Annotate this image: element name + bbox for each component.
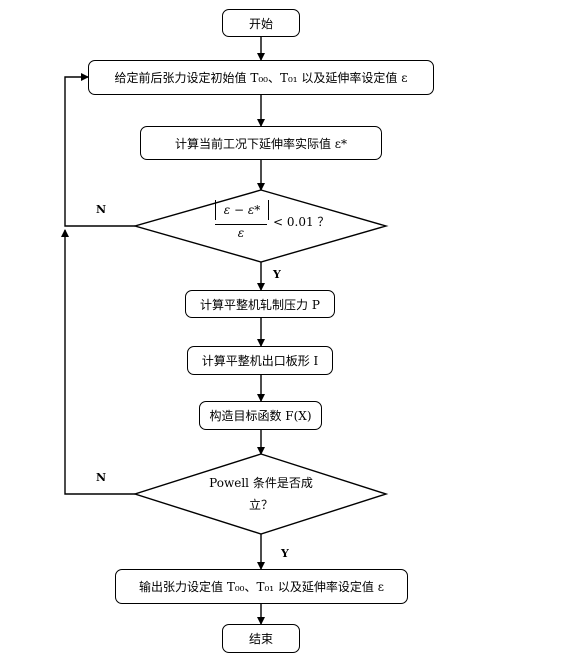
decision1-numerator: ε − ε* — [215, 200, 269, 220]
end-node: 结束 — [222, 624, 300, 653]
decision2-diamond — [132, 453, 389, 535]
objective-function-step: 构造目标函数 F(X) — [199, 401, 322, 430]
calc-actual-step: 计算当前工况下延伸率实际值 ε* — [140, 126, 382, 160]
decision1-no-label: N — [96, 203, 107, 216]
fraction-bar — [215, 224, 267, 225]
init-step: 给定前后张力设定初始值 T₀₀、T₀₁ 以及延伸率设定值 ε — [88, 60, 434, 95]
decision2-yes-label: Y — [281, 547, 289, 560]
output-step: 输出张力设定值 T₀₀、T₀₁ 以及延伸率设定值 ε — [115, 569, 408, 604]
rolling-force-step: 计算平整机轧制压力 P — [185, 290, 335, 318]
decision2-no-label: N — [96, 471, 107, 484]
decision2-line2: 立？ — [248, 498, 273, 512]
decision1-denominator: ε — [237, 226, 245, 240]
exit-shape-step: 计算平整机出口板形 I — [187, 346, 333, 375]
start-node: 开始 — [222, 9, 300, 37]
decision1-condition: ε − ε* ε < 0.01 ？ — [215, 200, 345, 250]
decision2-line1: Powell 条件是否成 — [209, 476, 313, 490]
decision1-comparison: < 0.01 ？ — [273, 215, 330, 229]
decision1-yes-label: Y — [273, 268, 281, 281]
loop-decision2-no — [61, 229, 135, 495]
loop-decision1-no — [64, 73, 135, 227]
decision1-diamond — [132, 189, 389, 263]
decision2-text: Powell 条件是否成 立？ — [195, 472, 327, 516]
